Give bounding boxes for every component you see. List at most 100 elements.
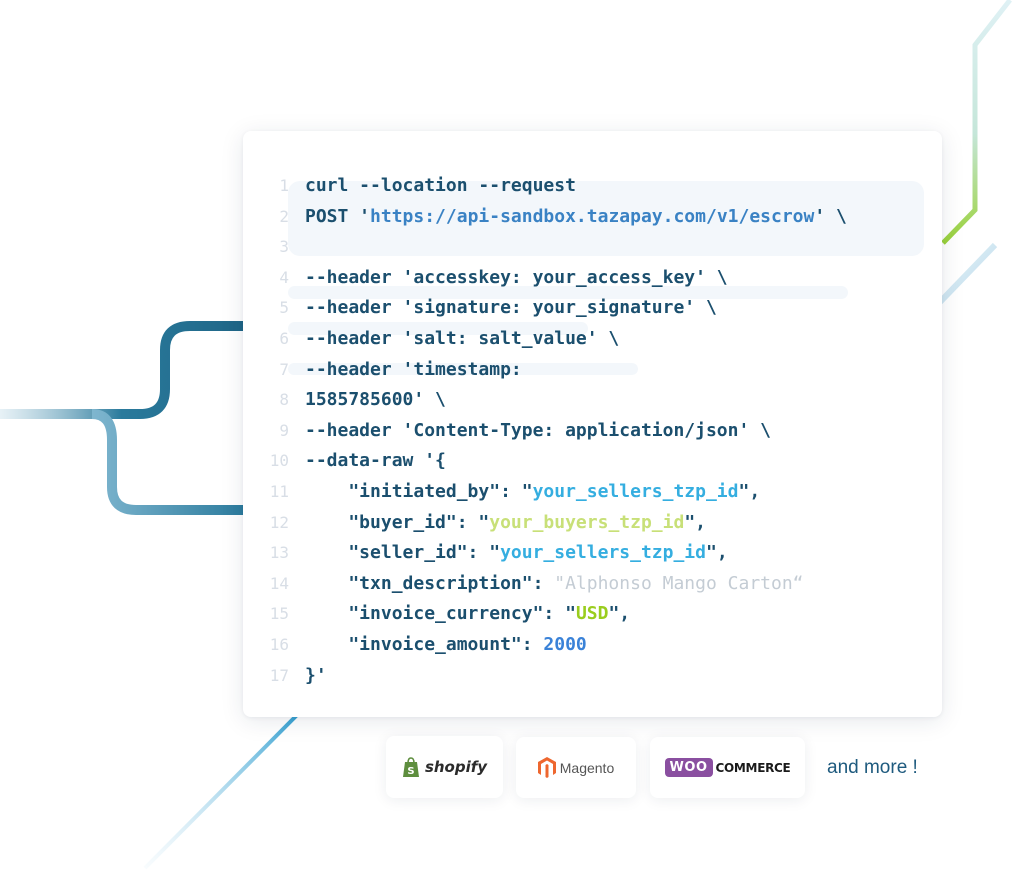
code-line: 4 --header 'accesskey: your_access_key' \: [243, 263, 847, 294]
line-number: 3: [279, 237, 289, 257]
code-token: "buyer_id": ": [305, 511, 490, 533]
code-text: POST 'https://api-sandbox.tazapay.com/v1…: [305, 202, 847, 233]
woo-badge: WOO: [664, 758, 713, 777]
shopify-bag-icon: S: [402, 756, 419, 777]
code-token: ",: [684, 511, 706, 533]
code-text: 1585785600' \: [305, 385, 446, 416]
line-number: 10: [269, 451, 289, 471]
code-token: https://api-sandbox.tazapay.com/v1/escro…: [370, 205, 815, 227]
left-loop-line: [91, 409, 243, 515]
code-token: "invoice_currency": ": [305, 603, 576, 625]
code-line: 14 "txn_description": "Alphonso Mango Ca…: [243, 569, 847, 600]
line-number: 11: [269, 481, 289, 501]
code-line: 8 1585785600' \: [243, 385, 847, 416]
code-token: "Alphonso Mango Carton“: [554, 572, 804, 594]
line-number: 9: [279, 420, 289, 440]
code-block: 1 curl --location --request 2 POST 'https:/…: [243, 171, 847, 691]
code-text: --header 'salt: salt_value' \: [305, 324, 619, 355]
line-number: 7: [279, 359, 289, 379]
code-highlight-thin: [288, 322, 588, 335]
code-token: curl --location --request: [305, 175, 576, 196]
line-number: 4: [279, 267, 289, 287]
line-number: 16: [269, 634, 289, 654]
code-line: 9 --header 'Content-Type: application/jso…: [243, 416, 847, 447]
svg-text:S: S: [407, 766, 414, 777]
code-line: 3: [243, 232, 847, 263]
line-number: 17: [269, 665, 289, 685]
magento-logo-card: Magento: [516, 737, 636, 798]
code-text: "invoice_amount": 2000: [305, 630, 587, 661]
code-token: --header 'signature: your_signature' \: [305, 297, 717, 319]
line-number: 8: [279, 390, 289, 410]
code-text: "txn_description": "Alphonso Mango Carto…: [305, 569, 804, 600]
code-text: "invoice_currency": "USD",: [305, 599, 630, 630]
code-card: 1 curl --location --request 2 POST 'https:/…: [243, 131, 942, 717]
bottom-diag-line: [143, 710, 302, 870]
code-text: --header 'Content-Type: application/json…: [305, 416, 771, 447]
code-text: --header 'accesskey: your_access_key' \: [305, 263, 728, 294]
shopify-logo-card: S shopify: [386, 736, 503, 798]
line-number: 5: [279, 298, 289, 318]
code-text: "seller_id": "your_sellers_tzp_id",: [305, 538, 728, 569]
code-line: 11 "initiated_by": "your_sellers_tzp_id"…: [243, 477, 847, 508]
magento-icon: [537, 757, 556, 778]
code-token: 2000: [543, 633, 587, 655]
line-number: 14: [269, 573, 289, 593]
code-token: --header 'salt: salt_value' \: [305, 327, 620, 349]
code-line: 7 --header 'timestamp:: [243, 355, 847, 386]
code-text: [305, 232, 316, 263]
code-line: 1 curl --location --request: [243, 171, 847, 202]
code-text: "initiated_by": "your_sellers_tzp_id",: [305, 477, 760, 508]
right-line: [941, 0, 1012, 245]
shopify-label: shopify: [424, 758, 488, 776]
woocommerce-logo-card: WOO COMMERCE: [650, 737, 805, 798]
code-line: 15 "invoice_currency": "USD",: [243, 599, 847, 630]
code-token: ",: [608, 603, 631, 625]
code-line: 5 --header 'signature: your_signature' \: [243, 293, 847, 324]
code-token: "initiated_by": ": [305, 480, 533, 502]
code-line: 12 "buyer_id": "your_buyers_tzp_id",: [243, 508, 847, 539]
line-number: 1: [279, 176, 289, 195]
left-line: [0, 321, 243, 419]
code-text: curl --location --request: [305, 171, 576, 202]
code-token: USD: [575, 603, 609, 625]
code-highlight-thin: [288, 363, 638, 375]
code-token: --header 'Content-Type: application/json…: [305, 419, 771, 441]
code-token: ' \: [814, 205, 847, 227]
and-more-text: and more !: [827, 757, 918, 778]
code-token: ",: [705, 542, 728, 564]
code-token: --header 'timestamp:: [305, 358, 522, 380]
code-token: 1585785600' \: [305, 389, 446, 411]
code-text: --header 'signature: your_signature' \: [305, 293, 717, 324]
line-number: 6: [279, 328, 289, 348]
code-line: 17 }': [243, 661, 847, 692]
line-number: 15: [269, 604, 289, 624]
code-token: "seller_id": ": [305, 542, 501, 564]
code-highlight-thin: [288, 286, 848, 299]
code-line: 2 POST 'https://api-sandbox.tazapay.com/v…: [243, 202, 847, 233]
code-token: POST ': [305, 205, 371, 227]
line-number: 13: [269, 543, 289, 563]
code-token: --header 'accesskey: your_access_key' \: [305, 266, 728, 288]
code-token: --data-raw '{: [305, 450, 446, 472]
code-text: --header 'timestamp:: [305, 355, 522, 386]
woo-commerce-label: COMMERCE: [715, 760, 791, 775]
code-line: 6 --header 'salt: salt_value' \: [243, 324, 847, 355]
code-token: "invoice_amount":: [305, 633, 544, 655]
code-token: your_sellers_tzp_id: [500, 542, 706, 564]
code-line: 13 "seller_id": "your_sellers_tzp_id",: [243, 538, 847, 569]
code-token: ",: [738, 480, 761, 502]
code-token: your_buyers_tzp_id: [489, 511, 685, 533]
code-token: }': [305, 664, 327, 686]
code-text: --data-raw '{: [305, 446, 446, 477]
right-diag-line: [937, 242, 998, 305]
code-line: 10 --data-raw '{: [243, 446, 847, 477]
code-text: }': [305, 661, 327, 692]
code-token: "txn_description":: [305, 572, 555, 594]
code-line: 16 "invoice_amount": 2000: [243, 630, 847, 661]
magento-label: Magento: [559, 759, 615, 776]
code-text: "buyer_id": "your_buyers_tzp_id",: [305, 508, 706, 539]
line-number: 2: [279, 206, 289, 226]
code-token: your_sellers_tzp_id: [532, 480, 739, 502]
